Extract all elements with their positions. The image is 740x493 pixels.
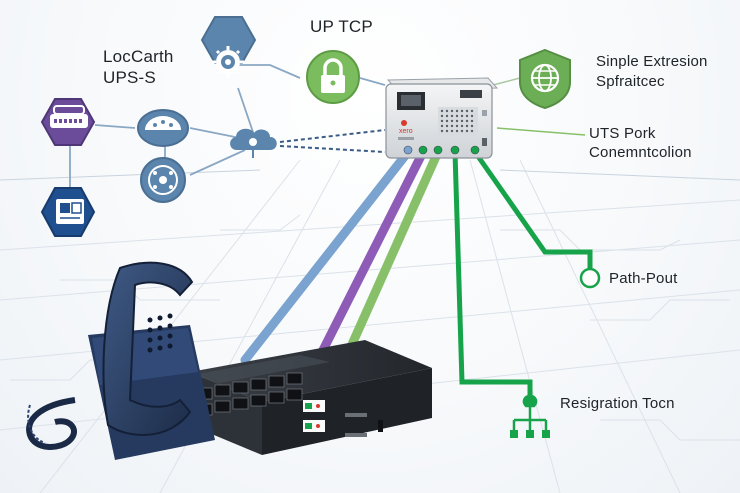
cable-light-green (340, 147, 443, 365)
uts-label-line1: UTS Pork (589, 125, 656, 142)
dashed-link-top (279, 129, 386, 143)
cloud-icon (230, 128, 277, 158)
tablet-icon (40, 187, 96, 237)
central-network-device: xero (385, 77, 499, 159)
phone-keypad (147, 313, 173, 353)
path-pout-node-icon (579, 267, 601, 289)
port-led-1 (403, 145, 413, 155)
local-label-line2: UPS-S (103, 68, 156, 87)
port-led-2 (418, 145, 428, 155)
extension-label: Sinple Extresion Spfraitcec (596, 52, 708, 92)
network-switch (190, 340, 432, 455)
route-line-registration (452, 151, 533, 395)
route-line-path-pout (472, 150, 593, 268)
router-icon (40, 98, 96, 146)
device-brand-text: xero (399, 128, 413, 135)
dashed-link-bottom (279, 145, 386, 153)
ext-label-line1: Sinple Extresion (596, 53, 708, 70)
ext-label-line2: Spfraitcec (596, 73, 665, 90)
path-pout-label: Path-Pout (609, 270, 678, 287)
lock-icon (306, 50, 360, 104)
port-led-3 (433, 145, 443, 155)
gear-icon (200, 16, 257, 78)
cable-blue (240, 147, 413, 365)
device-vent-grille (440, 109, 474, 133)
cable-purple (313, 147, 428, 365)
network-node-icon (140, 157, 186, 203)
hierarchy-icon (510, 394, 550, 438)
globe-shield-icon (519, 48, 571, 110)
local-label-line1: LocCarth (103, 47, 174, 66)
up-tcp-label: UP TCP (310, 17, 373, 36)
ext-connector-line (492, 77, 521, 86)
uts-port-label: UTS Pork Conemntcolion (589, 124, 692, 162)
uts-label-line2: Conemntcolion (589, 144, 692, 161)
registration-label: Resigration Tocn (560, 395, 675, 412)
uts-connector-line (496, 127, 586, 136)
local-earth-ups-label: LocCarth UPS-S (103, 46, 174, 88)
port-led-5 (470, 145, 480, 155)
port-led-4 (450, 145, 460, 155)
telephone (26, 261, 215, 460)
scanner-icon (137, 109, 189, 147)
